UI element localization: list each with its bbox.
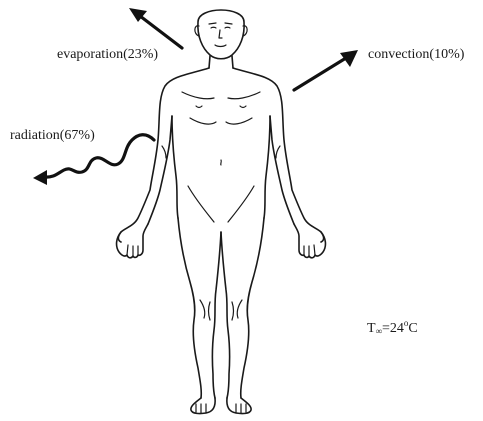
neck-right bbox=[232, 56, 233, 68]
temperature-value: =24 bbox=[382, 321, 404, 336]
convection-label: convection(10%) bbox=[368, 48, 464, 62]
radiation-label: radiation(67%) bbox=[10, 129, 95, 143]
evaporation-arrow-icon bbox=[129, 8, 182, 48]
temperature-unit: C bbox=[408, 321, 417, 336]
legs bbox=[178, 218, 264, 398]
neck-left bbox=[209, 56, 210, 68]
temperature-symbol: T bbox=[367, 321, 376, 336]
feet bbox=[191, 398, 251, 414]
head bbox=[195, 10, 247, 59]
ambient-temperature-label: T∞=24oC bbox=[367, 319, 418, 336]
convection-arrow-icon bbox=[294, 50, 358, 90]
evaporation-label: evaporation(23%) bbox=[57, 48, 158, 62]
torso-and-arms bbox=[117, 68, 326, 258]
